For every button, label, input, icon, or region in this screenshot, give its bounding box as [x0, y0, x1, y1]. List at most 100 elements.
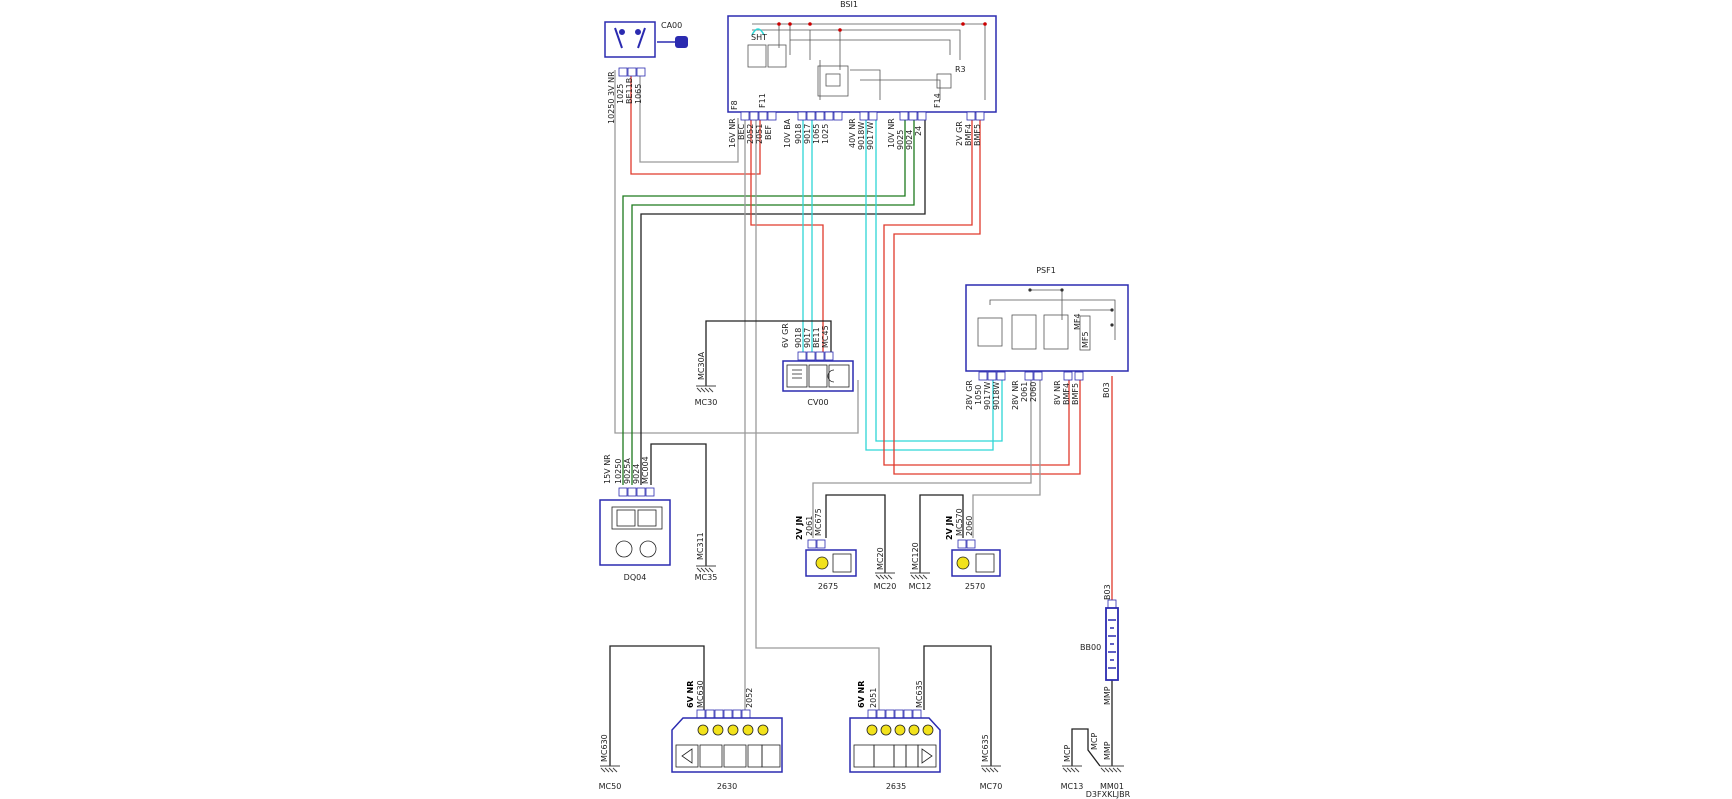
bb00-top-wire: B03	[1103, 584, 1112, 600]
battery-cells-icon	[1108, 619, 1116, 669]
wire-black-dq04	[640, 118, 926, 485]
ca00-w1: 1025	[616, 84, 625, 104]
c2630-gnd-wire: MC630	[600, 734, 609, 762]
ground-mc20-label: MC20	[874, 582, 897, 591]
c2635-box	[849, 717, 941, 773]
wire-red-psf1-1	[883, 118, 1070, 466]
ca00-module: CA00 10250 3V NR 1025 BE11B 1065	[604, 21, 688, 124]
bsi1-w-2052: 2052	[746, 124, 755, 144]
grounds: MC30 MC35 MC20 MC12 MC50 MC70 MC13 MM01	[599, 385, 1124, 791]
bsi1-module: BSI1 R3 SHT F8 F11 F14	[727, 0, 997, 150]
bsi1-conn-2v: 2V GR	[955, 121, 964, 146]
wire-ca00-red	[630, 70, 761, 175]
ca00-w2: BE11B	[625, 78, 634, 104]
psf1-w-2060: 2060	[1029, 382, 1038, 402]
bsi1-conn-10v-nr: 10V NR	[887, 118, 896, 148]
cv00-gnd-wire: MC30A	[697, 351, 706, 380]
ground-mc70-label: MC70	[980, 782, 1003, 791]
dq04-conn: 15V NR	[603, 454, 612, 484]
dq04-w1: 10250	[614, 459, 623, 484]
bsi1-dots	[777, 22, 987, 32]
bsi1-w-2051: 2051	[755, 124, 764, 144]
c2635-gnd-wire: MC635	[981, 734, 990, 762]
c2570-gnd-wire: MC120	[911, 542, 920, 570]
c2630-box	[671, 717, 783, 773]
psf1-mf4: MF4	[1073, 313, 1082, 330]
ca00-box	[604, 21, 656, 58]
ground-mc12-label: MC12	[909, 582, 932, 591]
psf1-module: PSF1 MF4 MF5 28V GR 1050 9017W 9018W 28V…	[965, 266, 1129, 410]
psf1-conn-28v-nr: 28V NR	[1011, 380, 1020, 410]
mm01-wire-1: MCP	[1090, 733, 1099, 750]
cv00-pins	[797, 351, 834, 361]
c2675-gnd-wire: MC20	[876, 547, 885, 570]
c2630-pins	[696, 709, 751, 719]
cv00-box	[782, 360, 854, 392]
wire-cyan-psf1-2	[875, 118, 1003, 442]
psf1-w-b03: B03	[1102, 382, 1111, 398]
wire-cyan-psf1-1	[865, 118, 994, 451]
c2630-label: 2630	[717, 782, 737, 791]
bsi1-w-1025: 1025	[821, 124, 830, 144]
bsi1-w-24: 24	[914, 126, 923, 136]
bsi1-label: BSI1	[840, 0, 858, 9]
c2635-w2: MC635	[915, 680, 924, 708]
psf1-pins	[978, 371, 1084, 381]
cv00-icons	[786, 364, 850, 388]
bb00-battery: BB00 B03 MMP MCP MCP MMP	[1063, 584, 1119, 762]
c2635-conn: 6V NR	[857, 681, 866, 708]
bsi1-w-bec: BEC	[737, 123, 746, 140]
bsi1-w-9018: 9018	[794, 124, 803, 144]
wire-green-2	[631, 118, 915, 485]
bb00-label: BB00	[1080, 643, 1101, 652]
c2630-lamps	[697, 724, 769, 736]
c2630-module: 2630 6V NR MC630 2052 MC630	[600, 680, 783, 791]
ground-mm01	[1100, 765, 1124, 773]
cv00-label: CV00	[807, 398, 828, 407]
c2570-conn: 2V JN	[945, 516, 954, 540]
c2630-w2: 2052	[745, 688, 754, 708]
c2675-lamp	[815, 556, 829, 570]
bsi1-w-9018w: 9018W	[857, 122, 866, 150]
c2635-symbols	[853, 744, 937, 768]
ground-mc35	[696, 565, 716, 573]
c2635-pins	[867, 709, 922, 719]
ground-mc20	[875, 572, 895, 580]
c2675-label: 2675	[818, 582, 838, 591]
ca00-label: CA00	[661, 21, 682, 30]
ground-mc35-label: MC35	[695, 573, 718, 582]
bsi1-w-9017: 9017	[803, 124, 812, 144]
dq04-w3: 9024	[632, 464, 641, 484]
dq04-module: DQ04 15V NR 10250 9025A 9024 MC004 MC311	[599, 454, 705, 582]
bsi1-w-bef: BEF	[764, 124, 773, 140]
cv00-w3: BE11	[812, 327, 821, 348]
dq04-label: DQ04	[624, 573, 647, 582]
c2635-w1: 2051	[869, 688, 878, 708]
c2635-label: 2635	[886, 782, 906, 791]
c2675-conn: 2V JN	[795, 516, 804, 540]
cv00-w4: MC45	[821, 325, 830, 348]
ground-mc12	[910, 572, 930, 580]
psf1-w-1050: 1050	[974, 385, 983, 405]
c2570-w2: MC570	[955, 508, 964, 536]
wire-black-2570-gnd	[919, 494, 964, 573]
bsi1-w-9025: 9025	[896, 130, 905, 150]
c2570-module: 2570 2V JN 2060 MC570 MC120	[911, 508, 1001, 591]
bsi1-internals	[747, 23, 986, 100]
bsi1-relay-r3	[936, 73, 952, 89]
cv00-conn: 6V GR	[781, 323, 790, 348]
c2630-symbols	[675, 744, 781, 768]
bsi1-conn-40v: 40V NR	[848, 118, 857, 148]
cv00-w2: 9017	[803, 328, 812, 348]
wire-black-2630-gnd	[609, 645, 705, 766]
bsi1-w-bmf5: BMF5	[973, 124, 982, 146]
bsi1-conn-10v: 10V BA	[783, 118, 792, 148]
c2570-label: 2570	[965, 582, 985, 591]
cv00-w1: 9018	[794, 328, 803, 348]
c2635-module: 2635 6V NR 2051 MC635 MC635	[849, 680, 990, 791]
c2630-conn: 6V NR	[686, 681, 695, 708]
c2635-lamps	[866, 724, 934, 736]
psf1-conn-8v: 8V NR	[1053, 380, 1062, 405]
wire-gray-2570	[972, 376, 1041, 538]
